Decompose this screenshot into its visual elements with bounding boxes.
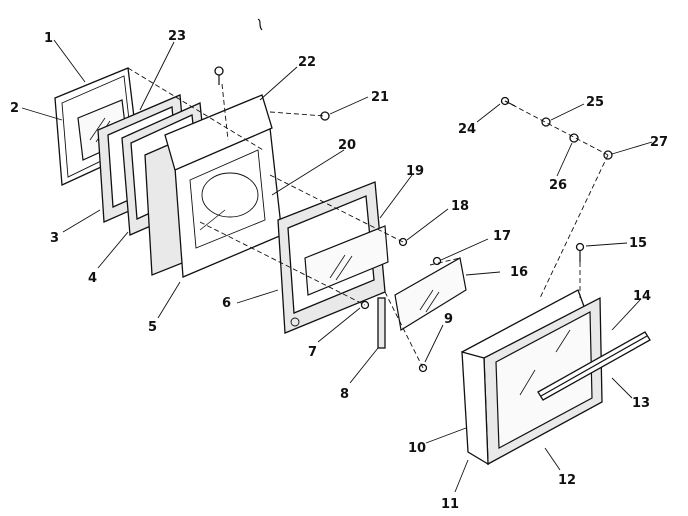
part-labels: 1 2 3 4 5 6 7 8 9 10 11 12 13 14 15 16 1… (10, 29, 668, 512)
label-27: 27 (650, 135, 668, 150)
label-24: 24 (458, 122, 476, 137)
label-9: 9 (444, 312, 453, 327)
label-21: 21 (371, 90, 389, 105)
label-2: 2 (10, 101, 19, 116)
label-8: 8 (340, 387, 349, 402)
label-12: 12 (558, 473, 576, 488)
label-13: 13 (632, 396, 650, 411)
part-12-outer-door (461, 289, 603, 466)
label-14: 14 (633, 289, 651, 304)
label-19: 19 (406, 164, 424, 179)
label-22: 22 (298, 55, 316, 70)
label-4: 4 (88, 271, 97, 286)
label-7: 7 (308, 345, 317, 360)
label-10: 10 (408, 441, 426, 456)
label-1: 1 (44, 31, 53, 46)
label-26: 26 (549, 178, 567, 193)
assembly-lines (127, 67, 609, 369)
label-17: 17 (493, 229, 511, 244)
label-16: 16 (510, 265, 528, 280)
part-5-inner-panel (144, 117, 283, 278)
part-8-strip (377, 297, 386, 349)
label-11: 11 (441, 497, 459, 512)
part-22-rear-panel (164, 94, 273, 171)
part-13-handle (537, 331, 651, 401)
label-25: 25 (586, 95, 604, 110)
leader-lines (21, 39, 653, 493)
label-15: 15 (629, 236, 647, 251)
label-23: 23 (168, 29, 186, 44)
part-19-inner-glass (304, 225, 389, 296)
label-6: 6 (222, 296, 231, 311)
label-18: 18 (451, 199, 469, 214)
label-5: 5 (148, 320, 157, 335)
label-3: 3 (50, 231, 59, 246)
part-16-glass-pane (394, 257, 467, 331)
label-20: 20 (338, 138, 356, 153)
